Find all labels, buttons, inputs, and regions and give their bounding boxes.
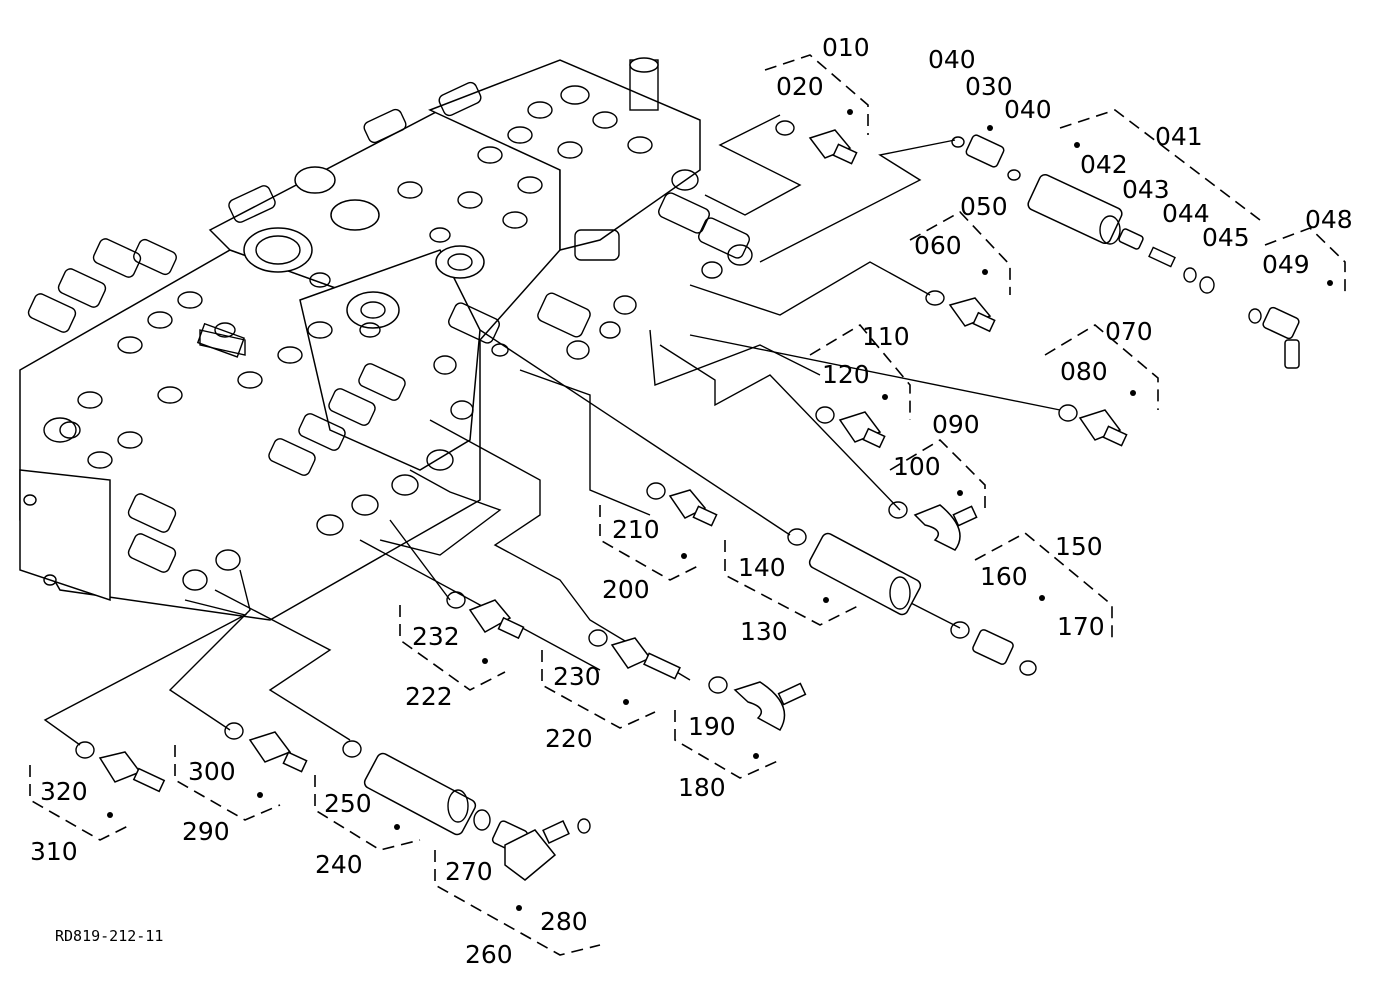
label-160: 160 — [980, 562, 1028, 591]
drawing-id: RD819-212-11 — [55, 927, 163, 945]
label-250: 250 — [324, 789, 372, 818]
label-270: 270 — [445, 857, 493, 886]
label-240: 240 — [315, 850, 363, 879]
label-190: 190 — [688, 712, 736, 741]
label-320: 320 — [40, 777, 88, 806]
label-040a: 040 — [928, 45, 976, 74]
label-090: 090 — [932, 410, 980, 439]
label-110: 110 — [862, 322, 910, 351]
group-brackets — [29, 54, 1346, 956]
label-210: 210 — [612, 515, 660, 544]
label-030: 030 — [965, 72, 1013, 101]
label-100: 100 — [893, 452, 941, 481]
label-232: 232 — [412, 622, 460, 651]
label-043: 043 — [1122, 175, 1170, 204]
label-300: 300 — [188, 757, 236, 786]
label-045: 045 — [1202, 223, 1250, 252]
fitting-120 — [815, 394, 888, 449]
elbow-260 — [473, 809, 591, 911]
part-labels: 010 020 040 030 040 041 042 043 044 045 … — [30, 33, 1353, 969]
fitting-320 — [75, 741, 166, 818]
label-049: 049 — [1262, 250, 1310, 279]
label-220: 220 — [545, 724, 593, 753]
label-310: 310 — [30, 837, 78, 866]
label-170: 170 — [1057, 612, 1105, 641]
filter-041-group — [1027, 142, 1215, 294]
leader-lines — [43, 114, 1061, 746]
fitting-300 — [224, 722, 308, 798]
label-042: 042 — [1080, 150, 1128, 179]
cylinder-250 — [342, 740, 477, 836]
label-180: 180 — [678, 773, 726, 802]
fitting-210 — [646, 482, 718, 559]
label-140: 140 — [738, 553, 786, 582]
label-260: 260 — [465, 940, 513, 969]
cylinder-130 — [787, 528, 922, 616]
label-080: 080 — [1060, 357, 1108, 386]
elbow-048 — [1248, 280, 1333, 369]
fitting-230 — [588, 629, 681, 705]
label-230: 230 — [553, 662, 601, 691]
label-150: 150 — [1055, 532, 1103, 561]
label-048: 048 — [1305, 205, 1353, 234]
label-060: 060 — [914, 231, 962, 260]
fitting-020 — [775, 109, 858, 165]
label-010: 010 — [822, 33, 870, 62]
o-ring-020 — [775, 120, 795, 136]
label-040b: 040 — [1004, 95, 1052, 124]
label-044: 044 — [1162, 199, 1210, 228]
label-050: 050 — [960, 192, 1008, 221]
label-222: 222 — [405, 682, 453, 711]
fitting-080 — [1058, 390, 1136, 447]
label-130: 130 — [740, 617, 788, 646]
fitting-030-group — [951, 125, 1021, 181]
fitting-060 — [925, 269, 996, 333]
fitting-232 — [446, 591, 525, 664]
label-280: 280 — [540, 907, 588, 936]
label-120: 120 — [822, 360, 870, 389]
label-200: 200 — [602, 575, 650, 604]
control-valve-assembly — [19, 57, 753, 621]
label-041: 041 — [1155, 122, 1203, 151]
label-290: 290 — [182, 817, 230, 846]
elbow-180 — [708, 676, 807, 759]
elbow-100 — [888, 490, 978, 551]
label-020: 020 — [776, 72, 824, 101]
label-070: 070 — [1105, 317, 1153, 346]
fitting-160 — [950, 595, 1045, 676]
